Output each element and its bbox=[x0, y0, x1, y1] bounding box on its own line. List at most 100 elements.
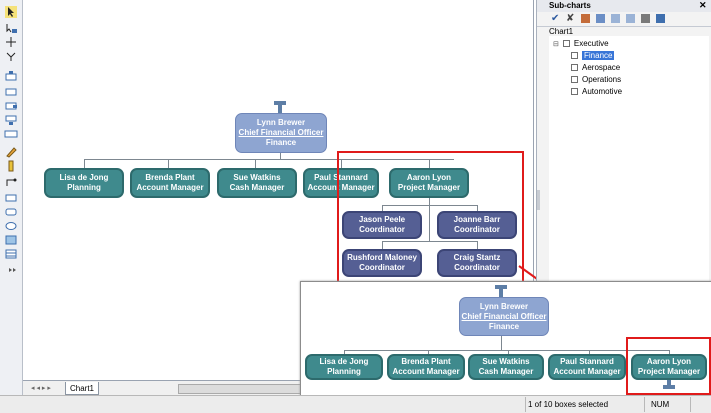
cross-icon[interactable]: ✘ bbox=[566, 13, 575, 24]
tree-item-label: Operations bbox=[582, 75, 622, 84]
tree-root-label: Chart1 bbox=[549, 27, 574, 36]
subcharts-title: Sub-charts bbox=[549, 1, 591, 10]
collapse-icon[interactable]: ⊟ bbox=[553, 40, 559, 48]
box-name: Paul Stannard bbox=[314, 173, 368, 182]
add-box-icon[interactable] bbox=[4, 22, 18, 34]
tab-nav-arrows-icon[interactable]: ◂ ◂ ▸ ▸ bbox=[31, 385, 51, 392]
root-name: Lynn Brewer bbox=[256, 118, 306, 127]
pen-icon[interactable] bbox=[4, 146, 18, 158]
org-box[interactable]: Rushford Maloney Coordinator bbox=[342, 249, 422, 277]
check-icon[interactable]: ✔ bbox=[551, 13, 560, 24]
checkbox[interactable] bbox=[571, 76, 578, 83]
box-left-icon[interactable] bbox=[4, 86, 18, 98]
inset-org-box[interactable]: Paul Stannard Account Manager bbox=[548, 354, 626, 380]
tab-chart1[interactable]: Chart1 bbox=[65, 382, 99, 395]
rounded-rect-icon[interactable] bbox=[4, 206, 18, 218]
move-icon[interactable] bbox=[596, 14, 605, 23]
inset-org-box[interactable]: Lisa de Jong Planning bbox=[305, 354, 383, 380]
add-assistant-icon[interactable] bbox=[4, 50, 18, 62]
box-name: Sue Watkins bbox=[233, 173, 281, 182]
subordinate-connector-icon bbox=[663, 380, 675, 389]
add-subordinate-icon[interactable] bbox=[4, 36, 18, 48]
checkbox[interactable] bbox=[562, 40, 570, 47]
box-name: Jason Peele bbox=[358, 215, 406, 224]
org-box[interactable]: Lisa de Jong Planning bbox=[44, 168, 124, 198]
close-icon[interactable]: ✕ bbox=[699, 0, 707, 10]
connector-line bbox=[501, 336, 502, 350]
box-name: Paul Stannard bbox=[560, 357, 614, 366]
connector-line bbox=[344, 350, 345, 356]
box-title: Cash Manager bbox=[478, 367, 534, 376]
inset-org-box[interactable]: Brenda Plant Account Manager bbox=[387, 354, 465, 380]
inset-root-box[interactable]: Lynn Brewer Chief Financial Officer Fina… bbox=[459, 297, 549, 336]
box-name: Sue Watkins bbox=[482, 357, 530, 366]
connector-line bbox=[429, 159, 430, 169]
box-name: Brenda Plant bbox=[145, 173, 195, 182]
connector-line bbox=[84, 159, 454, 160]
org-box[interactable]: Jason Peele Coordinator bbox=[342, 211, 422, 239]
box-title: Planning bbox=[327, 367, 361, 376]
box-title: Account Manager bbox=[392, 367, 460, 376]
table-icon[interactable] bbox=[4, 248, 18, 260]
connector-line bbox=[255, 159, 256, 169]
box-title: Coordinator bbox=[359, 263, 405, 272]
org-box-selected[interactable]: Aaron Lyon Project Manager bbox=[389, 168, 469, 198]
tool-strip bbox=[0, 0, 23, 412]
root-dept: Finance bbox=[265, 138, 297, 147]
root-dept: Finance bbox=[488, 321, 520, 331]
inset-highlight-rectangle bbox=[626, 337, 711, 395]
box-name: Rushford Maloney bbox=[347, 253, 417, 262]
org-structure-icon[interactable] bbox=[581, 14, 590, 23]
box-title: Coordinator bbox=[454, 225, 500, 234]
connector-line bbox=[382, 205, 383, 211]
org-box[interactable]: Craig Stantz Coordinator bbox=[437, 249, 517, 277]
pencil-icon[interactable] bbox=[4, 160, 18, 172]
select-arrow-icon[interactable] bbox=[4, 6, 18, 18]
connector-line bbox=[84, 159, 85, 169]
checkbox[interactable] bbox=[571, 64, 578, 71]
checkbox[interactable] bbox=[571, 52, 578, 59]
box-title: Account Manager bbox=[307, 183, 375, 192]
box-down-icon[interactable] bbox=[4, 114, 18, 126]
tree-item-executive[interactable]: ⊟ Executive bbox=[553, 39, 609, 48]
options-icon[interactable] bbox=[656, 14, 665, 23]
tree-item-operations[interactable]: Operations bbox=[571, 75, 621, 84]
box-title: Account Manager bbox=[136, 183, 204, 192]
copy-icon[interactable] bbox=[611, 14, 620, 23]
panel-splitter[interactable] bbox=[537, 190, 540, 210]
box-right-icon[interactable] bbox=[4, 100, 18, 112]
highlight-rectangle bbox=[337, 151, 524, 283]
tree-item-label: Executive bbox=[573, 39, 609, 48]
tree-item-finance[interactable]: Finance bbox=[571, 51, 615, 60]
inset-org-box-selected[interactable]: Aaron Lyon Project Manager bbox=[631, 354, 707, 380]
print-icon[interactable] bbox=[641, 14, 650, 23]
box-title: Account Manager bbox=[553, 367, 621, 376]
box-wide-icon[interactable] bbox=[4, 128, 18, 140]
root-title: Chief Financial Officer bbox=[238, 128, 324, 137]
org-box[interactable]: Brenda Plant Account Manager bbox=[130, 168, 210, 198]
connector-line bbox=[429, 196, 430, 242]
connector-line bbox=[477, 241, 478, 249]
zoom-inset: Lynn Brewer Chief Financial Officer Fina… bbox=[300, 281, 711, 396]
org-box[interactable]: Paul Stannard Account Manager bbox=[303, 168, 379, 198]
subcharts-toolbar: ✔ ✘ bbox=[537, 12, 711, 27]
box-name: Craig Stantz bbox=[453, 253, 501, 262]
tree-item-aerospace[interactable]: Aerospace bbox=[571, 63, 620, 72]
inset-org-box[interactable]: Sue Watkins Cash Manager bbox=[468, 354, 544, 380]
checkbox[interactable] bbox=[571, 88, 578, 95]
selection-status: 1 of 10 boxes selected bbox=[528, 400, 609, 409]
paste-icon[interactable] bbox=[626, 14, 635, 23]
ellipse-icon[interactable] bbox=[4, 220, 18, 232]
root-connector-icon bbox=[495, 285, 507, 297]
root-box[interactable]: Lynn Brewer Chief Financial Officer Fina… bbox=[235, 113, 327, 153]
connector-icon[interactable] bbox=[4, 176, 18, 188]
rectangle-icon[interactable] bbox=[4, 192, 18, 204]
picture-icon[interactable] bbox=[4, 234, 18, 246]
box-title: Coordinator bbox=[454, 263, 500, 272]
more-tools-icon[interactable] bbox=[4, 264, 18, 276]
org-box[interactable]: Sue Watkins Cash Manager bbox=[217, 168, 297, 198]
connector-line bbox=[477, 205, 478, 211]
org-box[interactable]: Joanne Barr Coordinator bbox=[437, 211, 517, 239]
tree-item-automotive[interactable]: Automotive bbox=[571, 87, 622, 96]
box-style-icon[interactable] bbox=[4, 70, 18, 82]
